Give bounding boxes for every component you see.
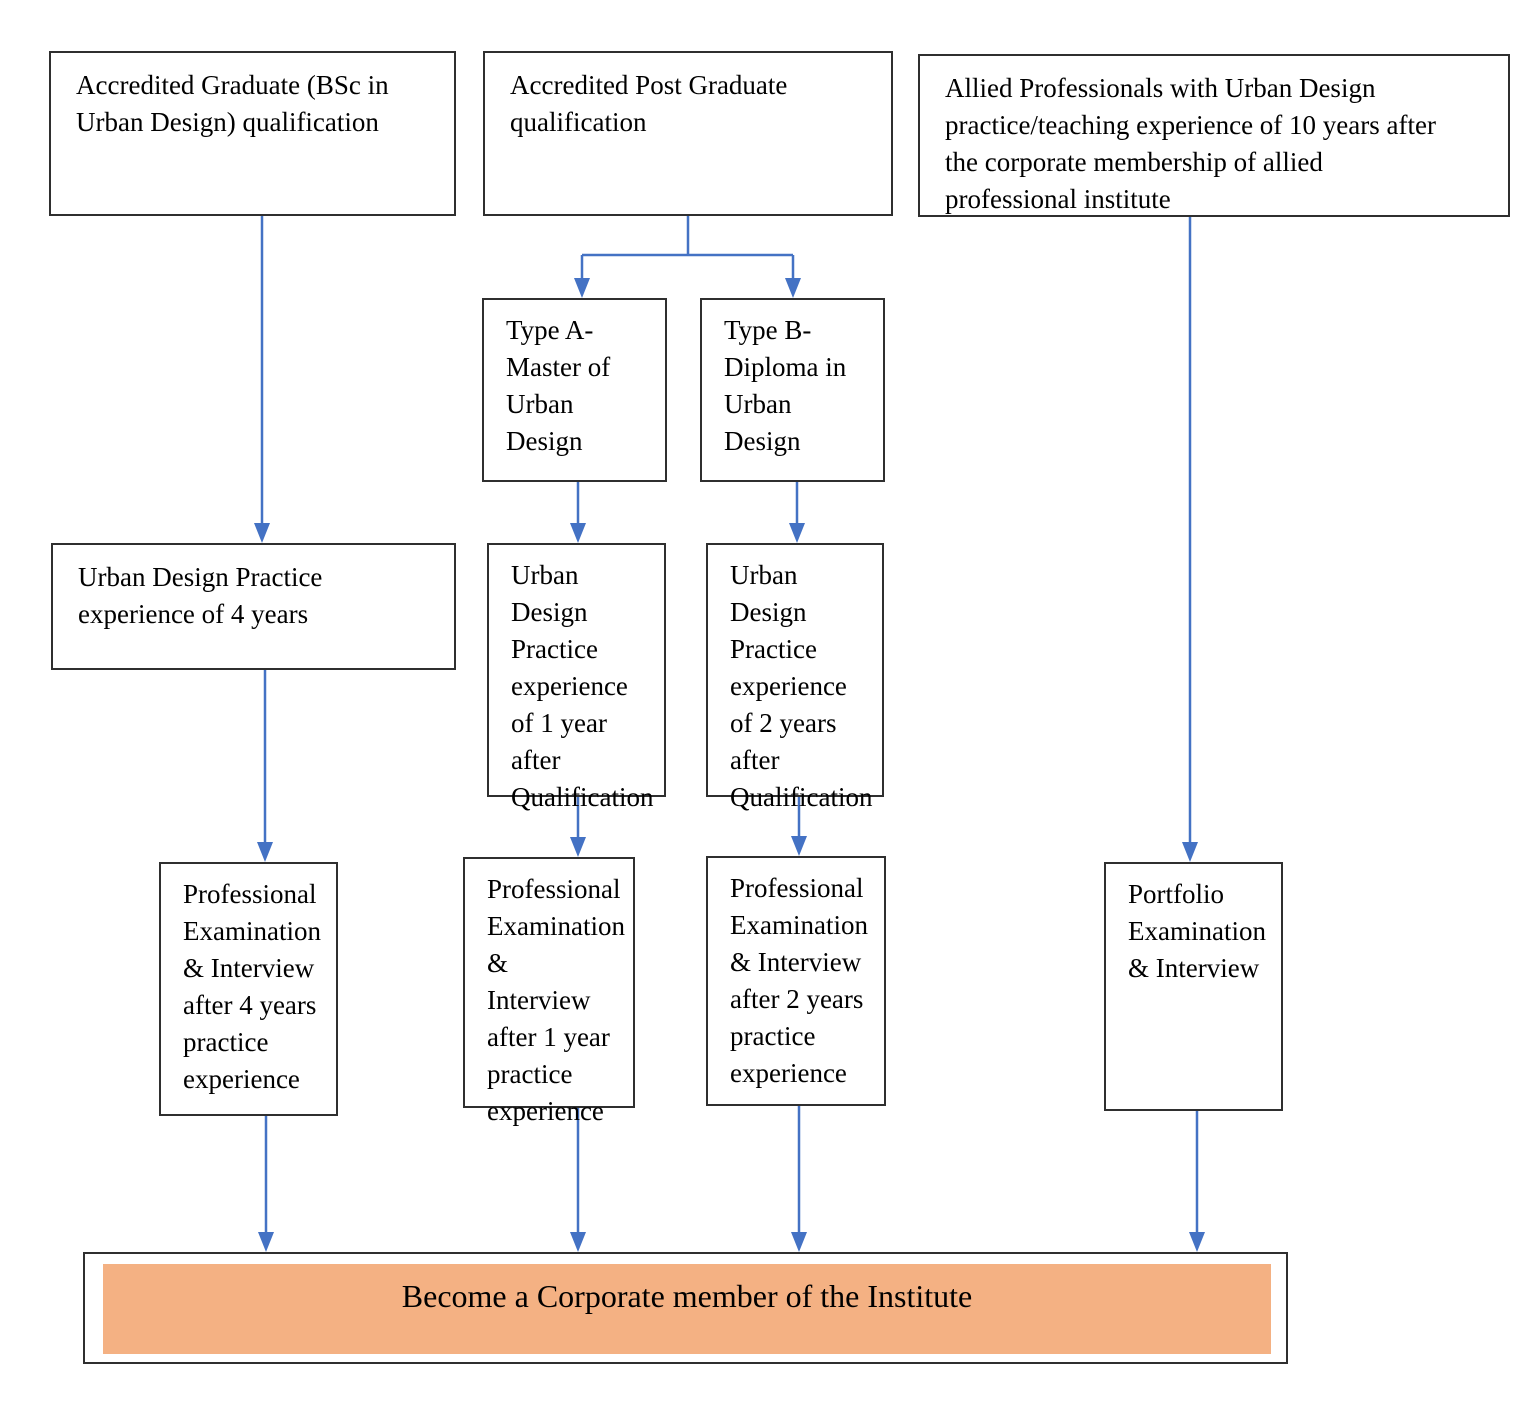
node-portfolio-exam-label: Portfolio Examination & Interview — [1128, 879, 1266, 983]
arrow-head — [791, 1232, 807, 1252]
arrow-head — [254, 523, 270, 543]
arrow-head — [1189, 1232, 1205, 1252]
arrow-head — [570, 1232, 586, 1252]
node-type-a-master-label: Type A- Master of Urban Design — [506, 315, 611, 456]
node-type-b-diploma: Type B- Diploma in Urban Design — [700, 298, 885, 482]
banner-box: Become a Corporate member of the Institu… — [83, 1252, 1288, 1364]
node-type-a-master: Type A- Master of Urban Design — [482, 298, 667, 482]
node-allied-professionals: Allied Professionals with Urban Design p… — [918, 54, 1510, 217]
arrow-head — [574, 278, 590, 298]
node-exam-4-years: Professional Examination & Interview aft… — [159, 862, 338, 1116]
node-accredited-postgraduate: Accredited Post Graduate qualification — [483, 51, 893, 216]
node-accredited-graduate-label: Accredited Graduate (BSc in Urban Design… — [76, 70, 389, 137]
node-accredited-graduate: Accredited Graduate (BSc in Urban Design… — [49, 51, 456, 216]
node-exam-1-year-label: Professional Examination & Interview aft… — [487, 874, 625, 1126]
arrow-head — [789, 523, 805, 543]
node-portfolio-exam: Portfolio Examination & Interview — [1104, 862, 1283, 1111]
node-practice-4-years: Urban Design Practice experience of 4 ye… — [51, 543, 456, 670]
node-accredited-postgraduate-label: Accredited Post Graduate qualification — [510, 70, 788, 137]
node-exam-2-years: Professional Examination & Interview aft… — [706, 856, 886, 1106]
arrow-head — [791, 836, 807, 856]
arrow-head — [570, 837, 586, 857]
node-practice-2-years: Urban Design Practice experience of 2 ye… — [706, 543, 884, 812]
arrow-head — [570, 523, 586, 543]
arrow-head — [1182, 842, 1198, 862]
node-practice-2-years-label: Urban Design Practice experience of 2 ye… — [730, 560, 873, 812]
arrow-head — [257, 842, 273, 862]
banner-highlight: Become a Corporate member of the Institu… — [103, 1264, 1271, 1354]
node-type-b-diploma-label: Type B- Diploma in Urban Design — [724, 315, 847, 456]
node-exam-4-years-label: Professional Examination & Interview aft… — [183, 879, 321, 1094]
node-practice-1-year: Urban Design Practice experience of 1 ye… — [487, 543, 666, 812]
node-allied-professionals-label: Allied Professionals with Urban Design p… — [945, 73, 1436, 214]
node-exam-1-year: Professional Examination & Interview aft… — [463, 857, 635, 1126]
node-practice-4-years-label: Urban Design Practice experience of 4 ye… — [78, 562, 323, 629]
arrow-head — [258, 1232, 274, 1252]
node-practice-1-year-label: Urban Design Practice experience of 1 ye… — [511, 560, 654, 812]
arrow-head — [785, 278, 801, 298]
banner-label: Become a Corporate member of the Institu… — [401, 1278, 973, 1314]
node-exam-2-years-label: Professional Examination & Interview aft… — [730, 873, 868, 1088]
